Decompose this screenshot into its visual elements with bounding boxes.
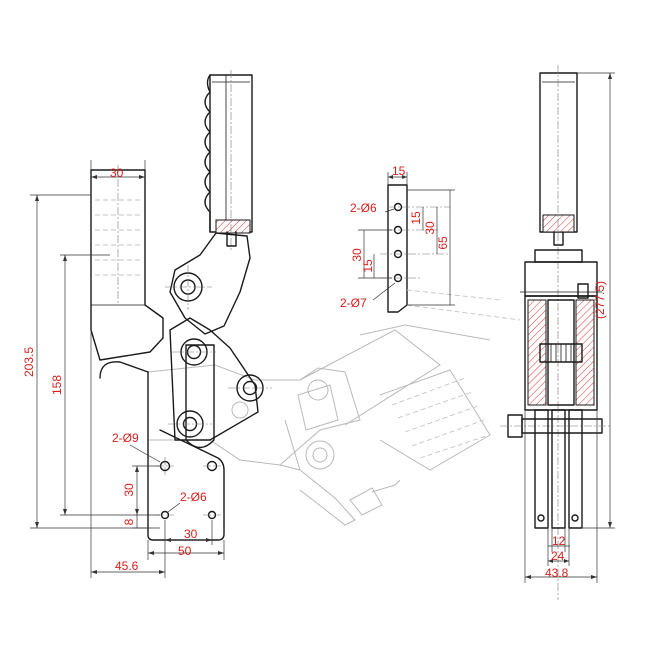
- dim-hole-pitch-y: 30: [122, 483, 136, 497]
- detail-dim-pitch-a: 15: [409, 211, 423, 225]
- front-view: (277.5) 12 24 43.8: [500, 65, 615, 600]
- dim-overall-height: 203.5: [22, 347, 36, 377]
- handle: [204, 70, 253, 250]
- detail-hole-label-large: 2-Ø7: [340, 296, 367, 310]
- detail-dim-pitch-b: 30: [423, 221, 437, 235]
- lever-arm: [169, 232, 251, 335]
- detail-view: 15 2-Ø6 15 30 65 30 15 2-Ø7: [340, 164, 521, 321]
- side-view: 30 203.5 158 2-Ø9 30 2-Ø6 8 30 50 45.6: [22, 70, 491, 578]
- detail-dim-height: 65: [436, 236, 450, 250]
- dim-top-width: 30: [110, 166, 124, 180]
- dim-hole-pitch-x: 30: [184, 527, 198, 541]
- side-dimensions: [30, 160, 225, 578]
- hole-label-small: 2-Ø6: [180, 490, 207, 504]
- hole-label-large: 2-Ø9: [112, 431, 139, 445]
- front-dim-inner-width: 12: [552, 534, 566, 548]
- detail-hole-label-small: 2-Ø6: [350, 201, 377, 215]
- detail-dim-left-pitch-a: 30: [350, 248, 364, 262]
- dim-hole-offset-y: 8: [122, 518, 136, 525]
- dim-handle-height: 158: [50, 375, 64, 395]
- detail-dim-left-pitch-b: 15: [361, 259, 375, 273]
- front-dim-mid-width: 24: [551, 549, 565, 563]
- ghost-open-position: [147, 324, 491, 526]
- base-plate: [147, 371, 225, 541]
- mounting-holes: [156, 457, 221, 520]
- front-dim-overall-width: 43.8: [545, 566, 569, 580]
- fixed-arm: [90, 169, 164, 361]
- dim-base-width: 45.6: [115, 559, 139, 573]
- dim-hole-spacing-x: 50: [178, 544, 192, 558]
- detail-dim-width: 15: [392, 164, 406, 178]
- front-dim-overall-height: (277.5): [593, 281, 607, 319]
